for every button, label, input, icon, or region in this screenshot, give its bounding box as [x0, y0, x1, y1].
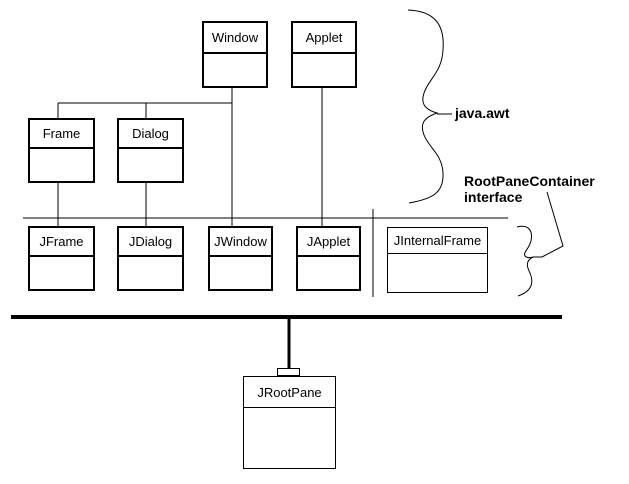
class-box-jdialog: JDialog — [117, 226, 184, 291]
class-name-jwindow: JWindow — [210, 228, 271, 257]
jrootpane-anchor-tab — [277, 368, 300, 376]
class-name-jrootpane: JRootPane — [244, 377, 335, 408]
class-box-applet: Applet — [291, 21, 357, 88]
class-attributes-compartment — [119, 257, 182, 289]
rootpane-container-interface-label: RootPaneContainer interface — [464, 173, 595, 205]
class-box-window: Window — [202, 21, 268, 88]
class-name-dialog: Dialog — [119, 120, 182, 149]
rootpane-interface-brace — [516, 225, 534, 297]
class-attributes-compartment — [293, 54, 355, 86]
class-attributes-compartment — [204, 54, 266, 86]
java-awt-brace — [407, 9, 444, 204]
class-box-jwindow: JWindow — [208, 226, 273, 291]
class-name-jframe: JFrame — [30, 228, 93, 257]
class-attributes-compartment — [298, 257, 359, 289]
class-box-frame: Frame — [28, 118, 95, 183]
class-attributes-compartment — [119, 149, 182, 181]
class-attributes-compartment — [30, 257, 93, 289]
class-box-jframe: JFrame — [28, 226, 95, 291]
class-box-jinternalframe: JInternalFrame — [387, 227, 488, 293]
class-attributes-compartment — [388, 254, 487, 292]
class-attributes-compartment — [244, 408, 335, 468]
class-name-applet: Applet — [293, 23, 355, 54]
rootpane-container-label-line2: interface — [464, 189, 523, 205]
class-box-jrootpane: JRootPane — [243, 376, 336, 469]
class-box-japplet: JApplet — [296, 226, 361, 291]
class-attributes-compartment — [30, 149, 93, 181]
class-box-dialog: Dialog — [117, 118, 184, 183]
class-name-japplet: JApplet — [298, 228, 359, 257]
class-name-window: Window — [204, 23, 266, 54]
class-name-frame: Frame — [30, 120, 93, 149]
class-name-jdialog: JDialog — [119, 228, 182, 257]
rootpane-container-label-line1: RootPaneContainer — [464, 173, 595, 189]
class-name-jinternalframe: JInternalFrame — [388, 228, 487, 254]
java-awt-package-label: java.awt — [455, 105, 510, 121]
class-attributes-compartment — [210, 257, 271, 289]
